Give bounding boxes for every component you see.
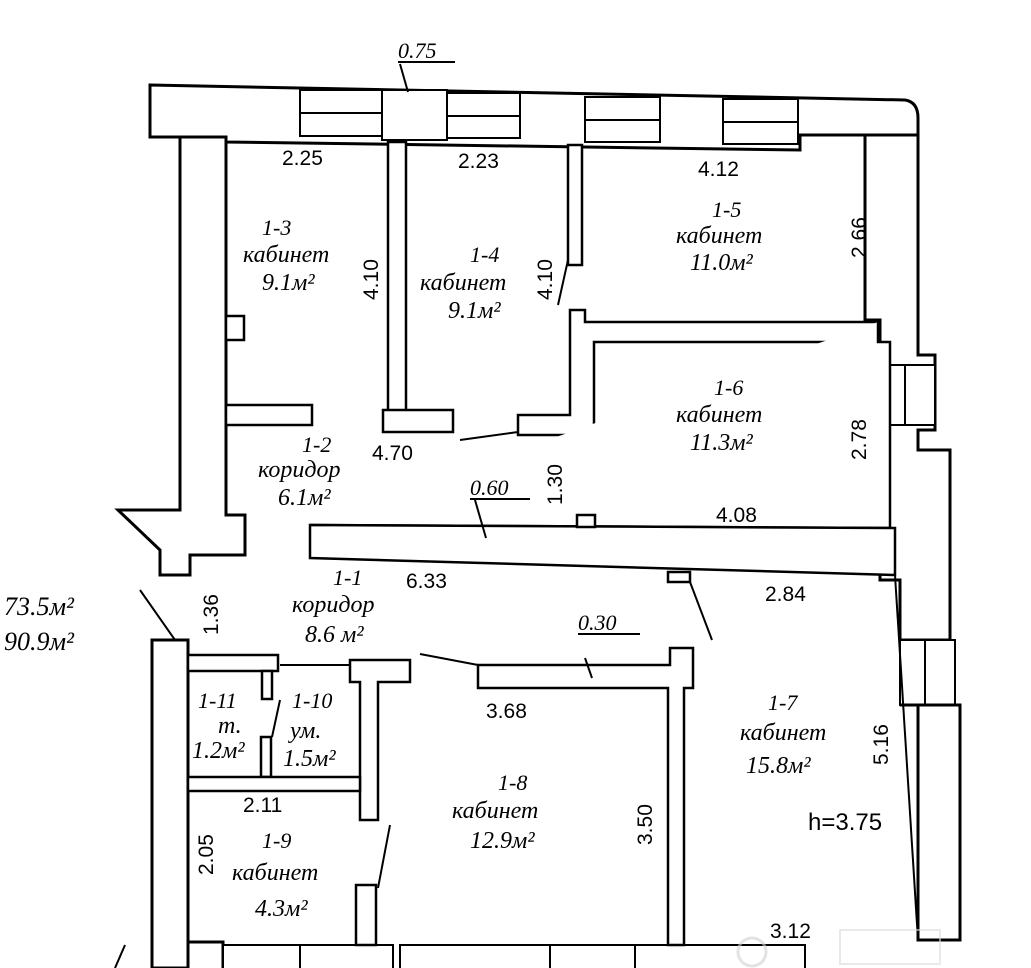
wall-corridor-strip xyxy=(308,523,897,577)
room-1-3-id: 1-3 xyxy=(262,215,291,240)
dim-r17-height: 5.16 xyxy=(870,724,893,765)
top-outer-wall xyxy=(148,83,920,152)
wall-13-bottom xyxy=(224,403,314,427)
room-1-8-area: 12.9м² xyxy=(470,828,535,854)
dim-r19-width: 2.11 xyxy=(243,794,282,817)
wall-13-14 xyxy=(386,140,408,414)
room-1-7: 1-7 кабинет 15.8м² xyxy=(740,690,826,779)
dim-corridor11-height: 1.36 xyxy=(200,594,223,635)
dim-r15-width: 4.12 xyxy=(698,158,739,181)
dim-r13-height: 4.10 xyxy=(360,259,383,300)
room-1-10-area: 1.5м² xyxy=(283,746,336,772)
door-stub-060 xyxy=(575,513,597,529)
watermark xyxy=(736,929,941,968)
room-1-4: 1-4 кабинет 9.1м² xyxy=(420,242,506,324)
room-1-10-id: 1-10 xyxy=(292,688,332,713)
dim-r16-height: 2.78 xyxy=(848,419,871,460)
room-1-11-type: т. xyxy=(218,713,242,739)
room-1-6-area: 11.3м² xyxy=(690,430,754,456)
dim-bottom-width: 3.12 xyxy=(770,920,811,943)
total-area-2: 90.9м² xyxy=(4,627,75,656)
room-1-7-id: 1-7 xyxy=(768,690,798,715)
dim-corridor12-width: 4.70 xyxy=(372,442,413,465)
room-1-5-area: 11.0м² xyxy=(690,250,754,276)
room-1-2: 1-2 коридор 6.1м² xyxy=(258,432,340,511)
dim-r18-width: 3.68 xyxy=(486,700,527,723)
dim-r17-width: 2.84 xyxy=(765,583,806,606)
room-1-4-type: кабинет xyxy=(420,270,506,296)
dim-top-window: 0.75 xyxy=(398,38,437,63)
room-1-6: 1-6 кабинет 11.3м² xyxy=(676,375,762,456)
room-1-11: 1-11 т. 1.2м² xyxy=(192,688,245,764)
room-1-2-type: коридор xyxy=(258,457,340,483)
room-1-1-id: 1-1 xyxy=(333,565,362,590)
dim-corridor12-height: 1.30 xyxy=(544,464,567,505)
dim-r18-height: 3.50 xyxy=(634,804,657,845)
dim-r14-height: 4.10 xyxy=(534,259,557,300)
room-1-9-id: 1-9 xyxy=(262,828,291,853)
wall-toilets-bottom xyxy=(186,775,362,793)
room-1-8-type: кабинет xyxy=(452,798,538,824)
bottom-wall xyxy=(186,940,806,968)
left-outer-wall-upper xyxy=(114,135,247,577)
room-1-5-type: кабинет xyxy=(676,223,762,249)
room-1-1-area: 8.6 м² xyxy=(305,622,364,648)
room-1-7-area: 15.8м² xyxy=(746,753,811,779)
room-1-11-id: 1-11 xyxy=(198,688,237,713)
room-1-2-id: 1-2 xyxy=(302,432,331,457)
room-1-11-area: 1.2м² xyxy=(192,738,245,764)
room-1-9: 1-9 кабинет 4.3м² xyxy=(232,828,318,922)
total-area-1: 73.5м² xyxy=(4,592,75,621)
dim-door-060: 0.60 xyxy=(470,475,509,500)
room-1-9-type: кабинет xyxy=(232,860,318,886)
dim-r19-height: 2.05 xyxy=(195,834,218,875)
wall-19-bottom xyxy=(354,883,378,947)
dim-r15-height: 2.66 xyxy=(848,217,871,258)
room-1-8-id: 1-8 xyxy=(498,770,527,795)
room-1-3: 1-3 кабинет 9.1м² xyxy=(243,215,329,296)
dim-r13-width: 2.25 xyxy=(282,147,323,170)
room-1-5: 1-5 кабинет 11.0м² xyxy=(676,197,762,276)
ceiling-height: h=3.75 xyxy=(808,809,882,836)
wall-toilets-top xyxy=(186,653,280,673)
wall-14-15 xyxy=(566,143,584,267)
left-outer-wall-lower xyxy=(150,638,190,968)
room-1-4-id: 1-4 xyxy=(470,242,499,267)
room-1-1-type: коридор xyxy=(292,592,374,618)
door-stub-17 xyxy=(666,570,692,584)
top-windows xyxy=(299,89,799,145)
room-1-3-area: 9.1м² xyxy=(262,270,315,296)
room-1-2-area: 6.1м² xyxy=(278,485,331,511)
dim-door-030: 0.30 xyxy=(578,610,617,635)
room-1-4-area: 9.1м² xyxy=(448,298,501,324)
room-1-3-type: кабинет xyxy=(243,242,329,268)
room-1-7-type: кабинет xyxy=(740,720,826,746)
wall-13-14-foot xyxy=(381,408,455,434)
dim-r14-width: 2.23 xyxy=(458,150,499,173)
room-1-10-type: ум. xyxy=(288,718,321,744)
dimension-labels: 0.75 2.25 2.23 4.12 4.10 4.10 2.66 2.78 … xyxy=(195,38,893,943)
room-1-1: 1-1 коридор 8.6 м² xyxy=(292,565,374,648)
niche-13 xyxy=(224,314,246,342)
wall-18-19 xyxy=(348,658,412,822)
wall-toilets-stub xyxy=(260,669,274,701)
room-1-9-area: 4.3м² xyxy=(255,896,308,922)
wall-11-10 xyxy=(259,735,273,779)
dim-r16-width: 4.08 xyxy=(716,504,757,527)
room-1-8: 1-8 кабинет 12.9м² xyxy=(452,770,538,854)
dim-corridor11-width: 6.33 xyxy=(406,570,447,593)
right-lower-wall xyxy=(900,703,962,942)
room-1-5-id: 1-5 xyxy=(712,197,741,222)
room-1-6-type: кабинет xyxy=(676,402,762,428)
wall-17-18 xyxy=(476,646,695,947)
area-totals: 73.5м² 90.9м² xyxy=(4,592,75,656)
room-1-10: 1-10 ум. 1.5м² xyxy=(283,688,336,772)
room-1-6-id: 1-6 xyxy=(714,375,743,400)
